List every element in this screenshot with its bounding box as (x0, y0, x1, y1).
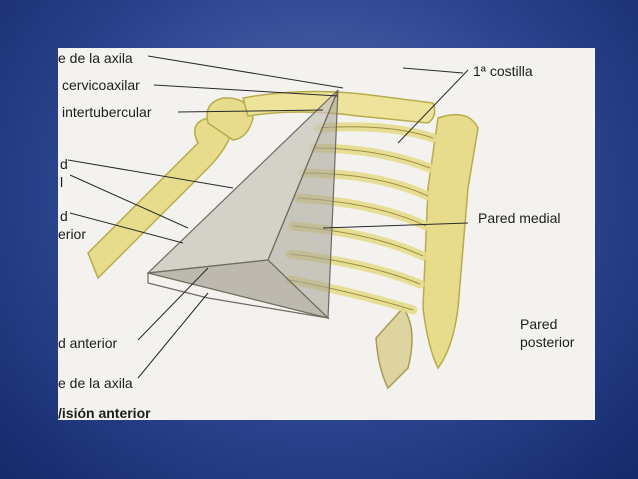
label-surco-intertubercular: intertubercular (62, 104, 152, 120)
sternum (422, 113, 479, 370)
leader-lines (67, 55, 469, 379)
clavicle (242, 90, 436, 124)
label-pared-posterior-1: Pared (520, 316, 558, 332)
label-pared-medial: Pared medial (478, 210, 561, 226)
anatomy-figure: e de la axila cervicoaxilar intertubercu… (58, 48, 595, 420)
axilla-diagram (67, 55, 479, 390)
label-fragment-erior: erior (58, 226, 87, 242)
pyramid-front-edge (147, 273, 329, 319)
label-vision-anterior: /isión anterior (58, 405, 151, 420)
label-base-axila: e de la axila (58, 375, 133, 391)
label-pared-posterior-2: posterior (520, 334, 575, 350)
label-fragment-d1: d (60, 156, 68, 172)
label-conducto-cervicoaxilar: cervicoaxilar (62, 77, 140, 93)
label-fragment-d2: d (60, 208, 68, 224)
label-fragment-l: l (60, 174, 64, 190)
label-primera-costilla: 1ª costilla (473, 63, 533, 79)
scapula (375, 306, 413, 390)
label-pared-anterior: d anterior (58, 335, 118, 351)
label-vertice-axila: e de la axila (58, 50, 133, 66)
